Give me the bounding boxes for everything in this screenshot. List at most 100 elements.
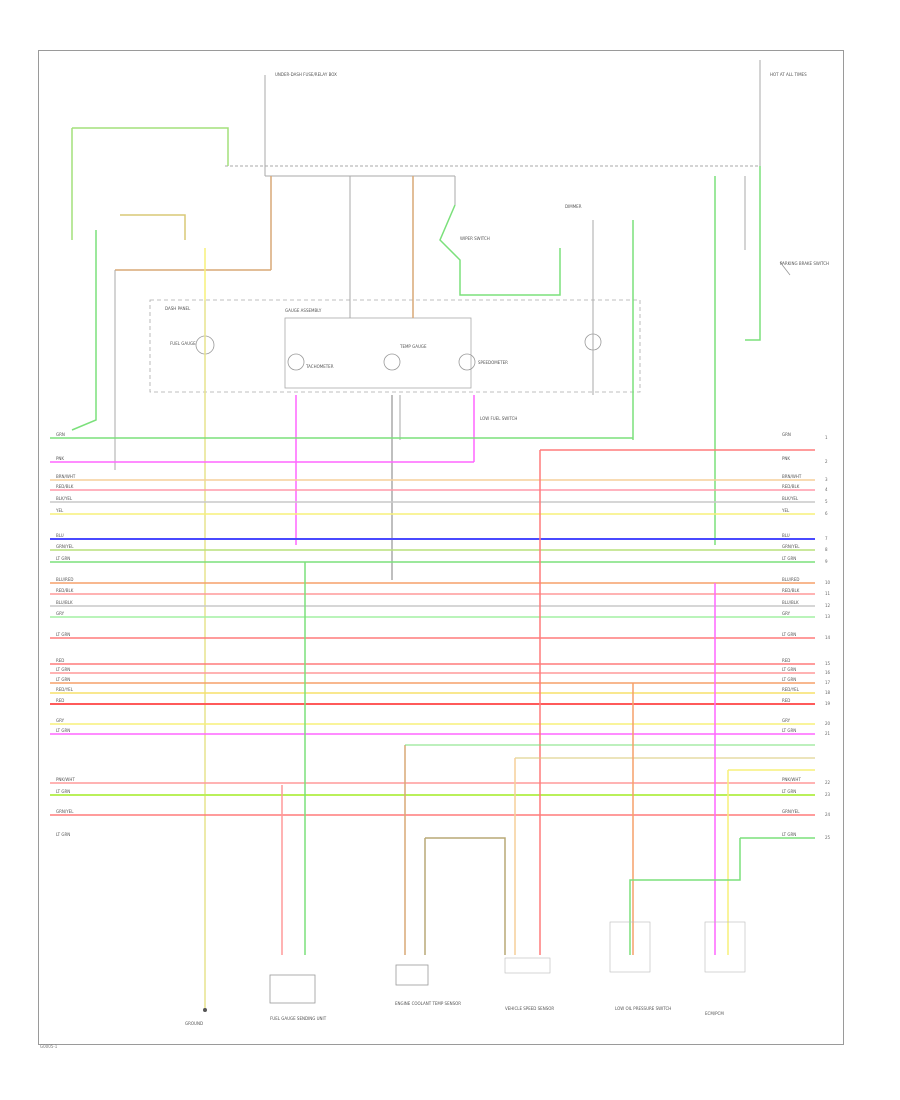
harness-label-right: RED — [782, 698, 790, 703]
harness-label-right: LT GRN — [782, 832, 796, 837]
harness-label-right: LT GRN — [782, 728, 796, 733]
harness-label-right: BLK/YEL — [782, 496, 799, 501]
harness-label-right: YEL — [781, 508, 790, 513]
harness-label-left: RED/BLK — [56, 484, 74, 489]
green-loop-left2 — [71, 230, 97, 431]
harness-number: 16 — [825, 670, 831, 675]
harness-number: 23 — [825, 792, 831, 797]
harness-label-right: LT GRN — [782, 677, 796, 682]
harness-label-left: GRN/YEL — [56, 544, 74, 549]
component-label-fuel-gauge: FUEL GAUGE — [170, 341, 196, 346]
component-label-fuse-top: UNDER-DASH FUSE/RELAY BOX — [275, 72, 337, 77]
harness-label-left: BRN/WHT — [56, 474, 76, 479]
harness-number: 4 — [825, 487, 828, 492]
harness-label-left: RED — [56, 658, 64, 663]
engine-sensor-box — [395, 964, 429, 986]
harness-label-left: BLU/BLK — [56, 600, 73, 605]
harness-label-left: LT GRN — [56, 832, 70, 837]
harness-number: 25 — [825, 835, 831, 840]
harness-number: 3 — [825, 477, 828, 482]
harness-label-left: RED/BLK — [56, 588, 74, 593]
diagram-frame — [38, 50, 844, 1045]
harness-label-right: RED/BLK — [782, 588, 800, 593]
harness-label-left: YEL — [55, 508, 64, 513]
component-label-oil-sensor: LOW OIL PRESSURE SWITCH — [615, 1006, 671, 1011]
harness-label-right: RED/BLK — [782, 484, 800, 489]
harness-label-left: PNK — [56, 456, 64, 461]
component-label-low-fuel: LOW FUEL SWITCH — [480, 416, 517, 421]
component-label-vss: VEHICLE SPEED SENSOR — [505, 1006, 554, 1011]
fuel-sender-box — [269, 974, 316, 1004]
tach-icon — [287, 353, 305, 371]
harness-number: 17 — [825, 680, 831, 685]
harness-label-right: RED/YEL — [782, 687, 800, 692]
harness-label-left: RED — [56, 698, 64, 703]
harness-label-left: GRN — [56, 432, 65, 437]
harness-label-right: BLU/BLK — [782, 600, 799, 605]
harness-number: 19 — [825, 701, 831, 706]
harness-label-left: BLU/RED — [56, 577, 73, 582]
component-label-speedometer: SPEEDOMETER — [478, 360, 508, 365]
harness-number: 15 — [825, 661, 831, 666]
harness-label-right: RED — [782, 658, 790, 663]
harness-label-left: PNK/WHT — [56, 777, 75, 782]
harness-label-right: GRY — [782, 718, 791, 723]
component-label-gauge-box: GAUGE ASSEMBLY — [285, 308, 322, 313]
component-label-fuse-right: HOT AT ALL TIMES — [770, 72, 807, 77]
harness-label-left: GRN/YEL — [56, 809, 74, 814]
harness-label-right: PNK/WHT — [782, 777, 801, 782]
harness-number: 22 — [825, 780, 831, 785]
harness-number: 7 — [825, 536, 828, 541]
vss-box — [504, 957, 551, 974]
harness-numbers-left: GRN PNK BRN/WHT RED/BLK BLK/YEL YEL BLU GRN/YEL… — [55, 432, 76, 837]
component-label-ecm: ECM/PCM — [705, 1011, 724, 1016]
harness-label-left: BLK/YEL — [56, 496, 73, 501]
green-brake-lead — [439, 204, 561, 296]
harness-number: 12 — [825, 603, 831, 608]
harness-label-right: GRN — [782, 432, 791, 437]
component-label-dash-panel: DASH PANEL — [165, 306, 191, 311]
harness-number: 20 — [825, 721, 831, 726]
harness-label-right: GRY — [782, 611, 791, 616]
harness-number: 24 — [825, 812, 831, 817]
harness-label-left: GRY — [56, 611, 65, 616]
gauge-box — [149, 299, 641, 393]
harness-label-right: LT GRN — [782, 667, 796, 672]
harness-number: 2 — [825, 459, 828, 464]
yellow-seg — [120, 214, 186, 240]
harness-label-left: LT GRN — [56, 556, 70, 561]
temp-gauge-icon — [383, 353, 401, 371]
harness-number: 6 — [825, 511, 828, 516]
green-loop-left — [71, 127, 229, 240]
harness-label-left: BLU — [56, 533, 64, 538]
harness-number: 13 — [825, 614, 831, 619]
dash-panel — [284, 317, 472, 389]
harness-number: 11 — [825, 591, 831, 596]
harness-label-right: LT GRN — [782, 556, 796, 561]
harness-label-left: LT GRN — [56, 789, 70, 794]
harness-number: 5 — [825, 499, 828, 504]
component-label-fuel-sender: FUEL GAUGE SENDING UNIT — [270, 1016, 327, 1021]
component-label-temp-gauge: TEMP GAUGE — [399, 344, 427, 349]
harness-label-left: RED/YEL — [56, 687, 74, 692]
page-code: G0005-1 — [40, 1044, 58, 1049]
speedometer-icon — [458, 353, 476, 371]
harness-numbers-right: GRN1PNK2BRN/WHT3RED/BLK4BLK/YEL5YEL6BLU7… — [781, 432, 831, 840]
harness-label-right: PNK — [782, 456, 790, 461]
component-label-wiper-lamp: WIPER SWITCH — [460, 236, 490, 241]
component-label-ground: GROUND — [185, 1021, 203, 1026]
harness-number: 14 — [825, 635, 831, 640]
component-label-tach: TACHOMETER — [305, 364, 334, 369]
harness-number: 1 — [825, 435, 828, 440]
harness-number: 10 — [825, 580, 831, 585]
component-label-dimmer: DIMMER — [565, 204, 582, 209]
component-label-brake-sw: PARKING BRAKE SWITCH — [780, 261, 829, 266]
oil-sensor-box — [609, 921, 651, 973]
harness-number: 9 — [825, 559, 828, 564]
harness-label-left: LT GRN — [56, 632, 70, 637]
harness-label-left: LT GRN — [56, 667, 70, 672]
harness-label-left: LT GRN — [56, 677, 70, 682]
harness-number: 8 — [825, 547, 828, 552]
harness-label-right: BRN/WHT — [782, 474, 802, 479]
